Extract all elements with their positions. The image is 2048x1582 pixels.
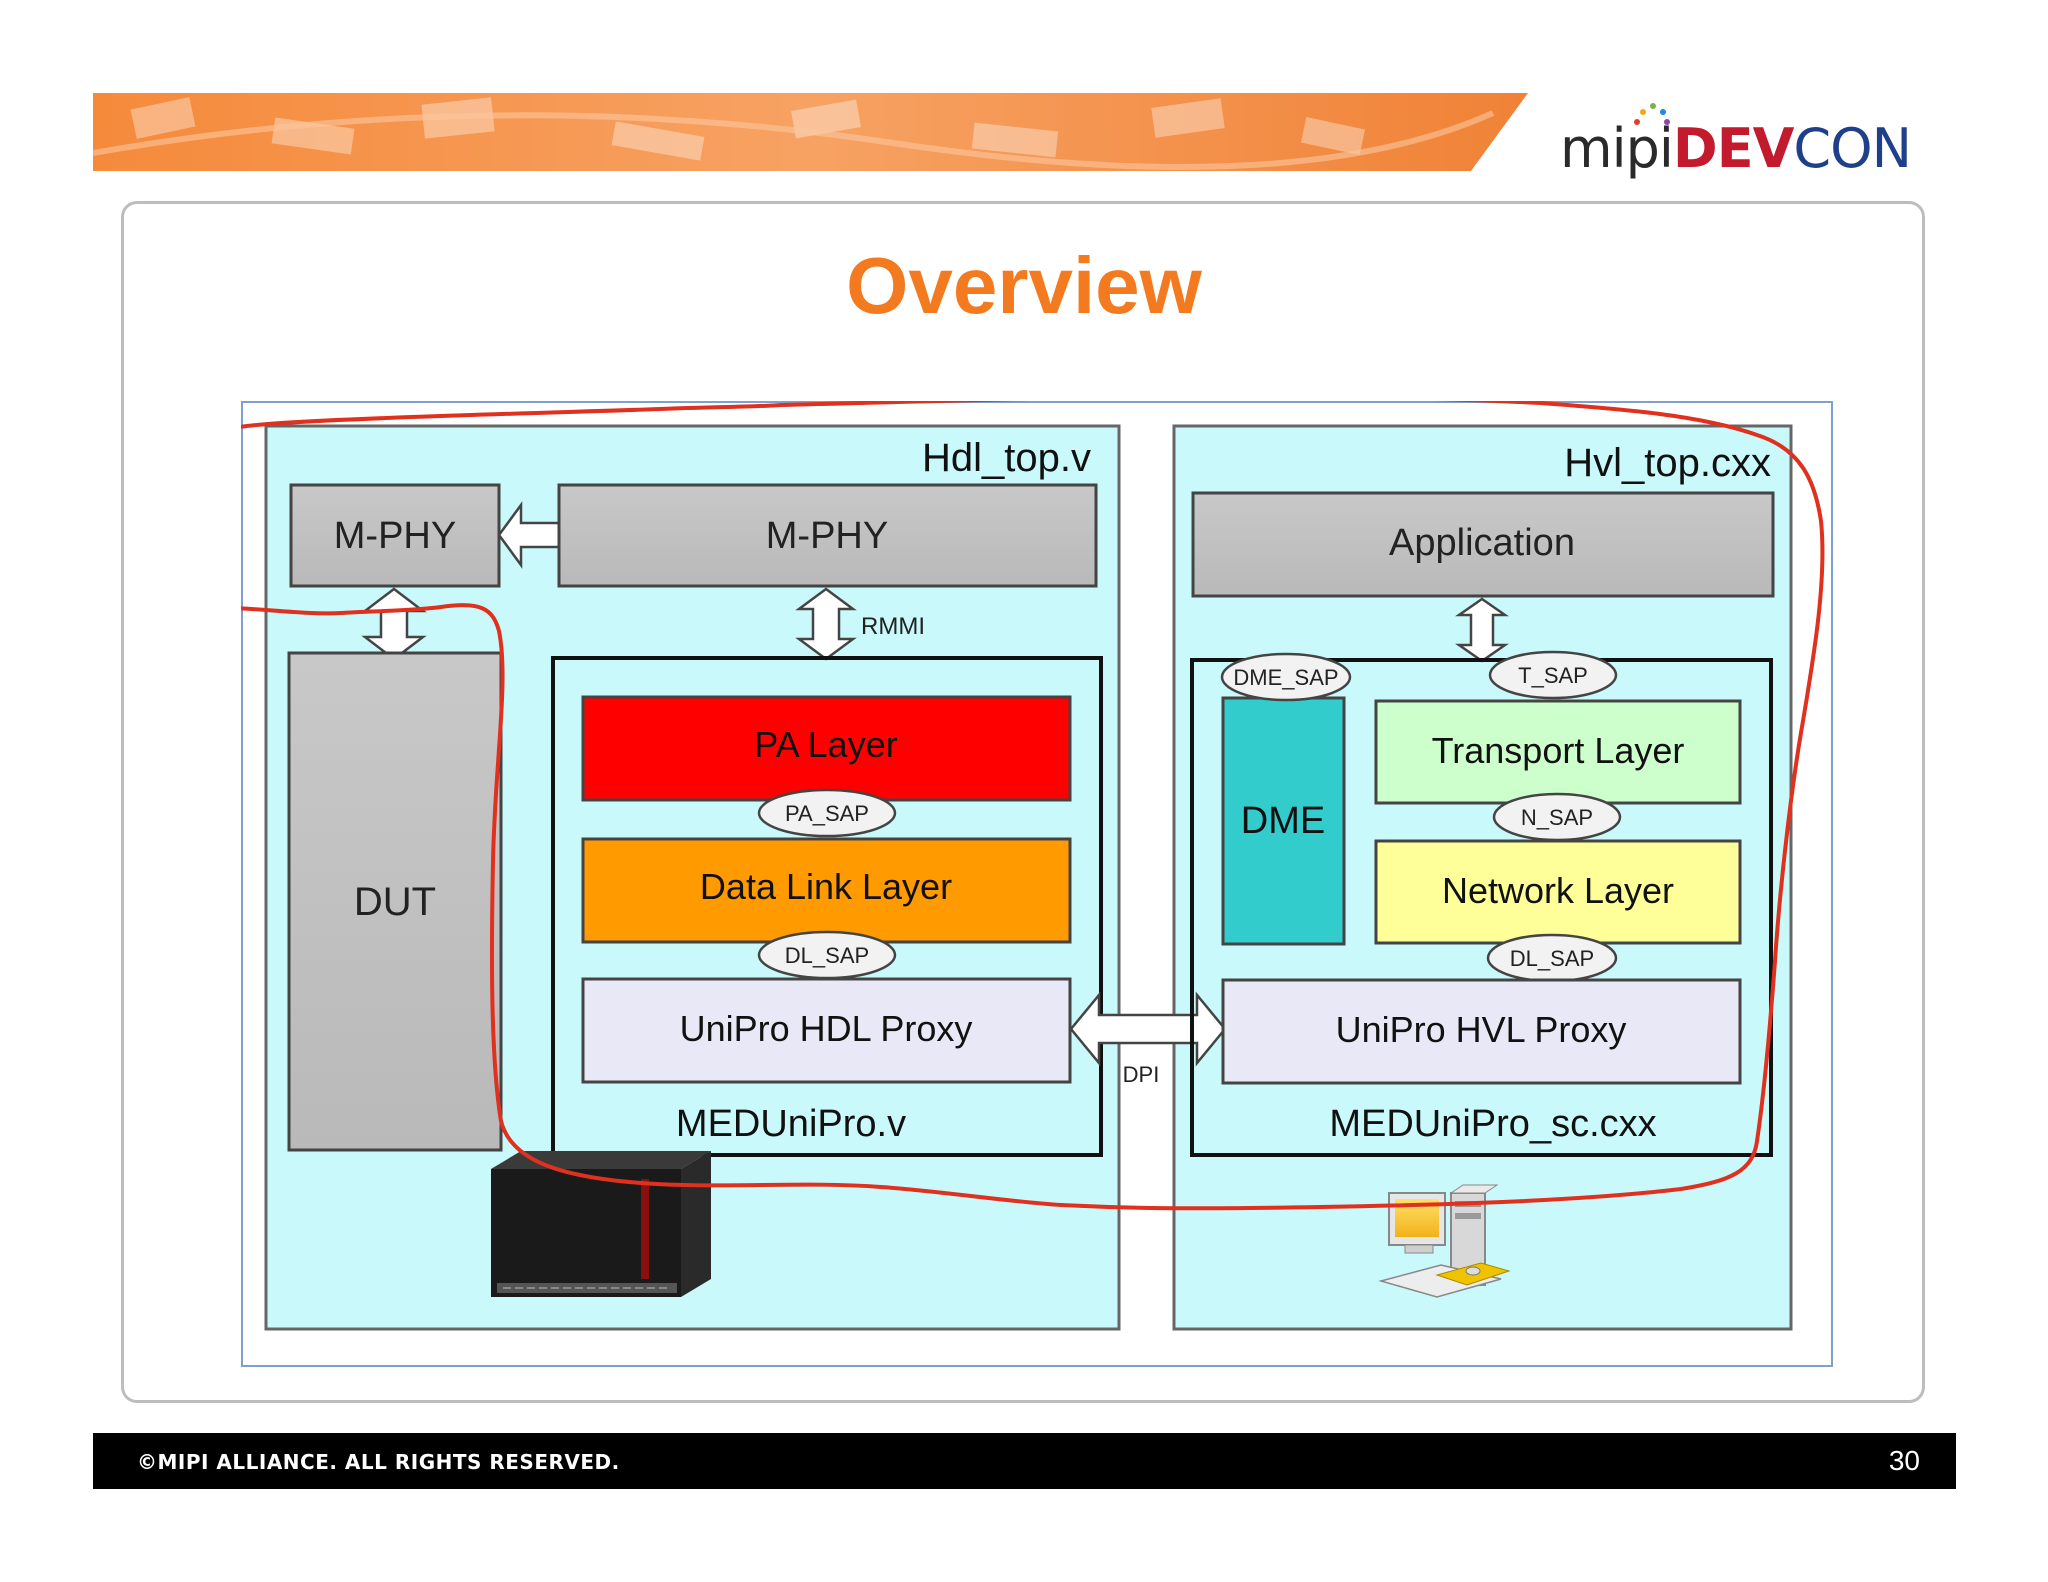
t-sap-label: T_SAP [1518,663,1588,688]
unipro-hvl-proxy-block [1221,978,1742,1085]
meduni-v-label: MEDUniPro.v [676,1103,906,1145]
dme-block [1221,696,1346,946]
footer-bar: ©MIPI ALLIANCE. ALL RIGHTS RESERVED. 30 [93,1433,1956,1489]
workstation-pc-icon [1378,1184,1511,1298]
m-phy-main-block [557,483,1098,588]
t-sap-ellipse [1488,650,1618,700]
unipro-hdl-proxy-label: UniPro HDL Proxy [680,1008,973,1049]
annotation-circle [241,401,1825,1211]
n-sap-label: N_SAP [1521,805,1593,830]
emulator-hardware-icon [491,1151,711,1297]
dut-label: DUT [354,880,436,924]
dut-block [287,651,503,1152]
meduni-sc-label: MEDUniPro_sc.cxx [1329,1103,1656,1145]
header-banner [93,93,1528,171]
application-block [1191,491,1775,598]
logo-con-text: CON [1793,117,1912,180]
network-layer-block [1374,839,1742,945]
data-link-layer-label: Data Link Layer [700,866,952,907]
dl-sap-left-label: DL_SAP [785,943,869,968]
m-phy-left-label: M-PHY [334,515,456,557]
network-layer-label: Network Layer [1442,870,1674,911]
hdl-top-label: Hdl_top.v [922,436,1091,480]
data-link-layer-block [581,837,1072,944]
hvl-top-label: Hvl_top.cxx [1564,441,1771,485]
pa-sap-ellipse [757,788,897,838]
unipro-hdl-proxy-block [581,977,1072,1084]
transport-layer-label: Transport Layer [1432,730,1685,771]
pa-layer-block [581,695,1072,802]
architecture-diagram: Hdl_top.v Hvl_top.cxx M-PHY M-PHY DUT RM… [241,401,1833,1367]
copyright-text: ©MIPI ALLIANCE. ALL RIGHTS RESERVED. [137,1450,620,1474]
m-phy-main-label: M-PHY [766,515,888,557]
pa-sap-label: PA_SAP [785,801,869,826]
dl-sap-right-label: DL_SAP [1510,946,1594,971]
m-phy-left-block [289,483,501,588]
pa-layer-label: PA Layer [754,724,897,765]
meduni-sc-box [1190,658,1773,1157]
unipro-hvl-proxy-label: UniPro HVL Proxy [1336,1009,1627,1050]
rmmi-label: RMMI [861,613,925,640]
application-label: Application [1389,522,1575,564]
slide-title: Overview [846,241,1202,330]
logo-dots-icon [1634,103,1670,125]
dme-label: DME [1241,800,1325,842]
dme-sap-ellipse [1220,652,1352,702]
dpi-label: DPI [1123,1062,1160,1087]
logo-mipi-text: mipi [1560,117,1674,180]
logo-dev-text: DEV [1672,117,1795,180]
dme-sap-label: DME_SAP [1233,665,1338,690]
page-number: 30 [1888,1445,1920,1476]
meduni-v-box [551,656,1103,1157]
